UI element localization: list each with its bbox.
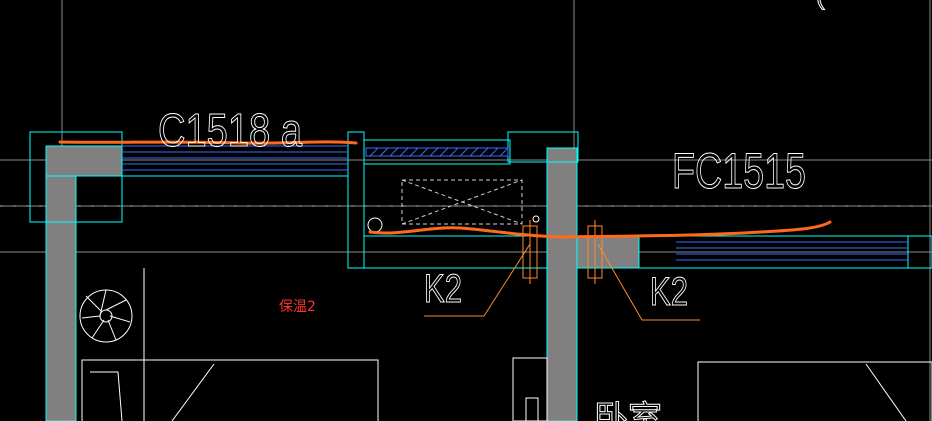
walls <box>45 145 640 421</box>
drain-circle <box>367 217 383 233</box>
label-corner-mark: ( <box>816 0 825 10</box>
window-fc1515-lines <box>676 241 908 261</box>
label-note-insulation: 保温2 <box>279 299 316 315</box>
label-tag-k2-right: K2 <box>650 270 688 314</box>
ac-unit-symbol <box>401 179 523 225</box>
furniture <box>81 268 932 421</box>
orange-markup <box>58 140 832 239</box>
bracket-left <box>522 220 538 284</box>
label-window-fc1515: FC1515 <box>672 143 806 199</box>
bracket-right <box>587 220 603 284</box>
pipe-circle <box>532 215 540 223</box>
fan-icon <box>79 289 133 343</box>
leader-lines <box>424 243 700 321</box>
label-room-fragment: 卧室 <box>594 400 662 421</box>
window-sill-hatch <box>365 147 509 157</box>
window-c1518-lines <box>122 145 348 171</box>
label-window-c1518: C1518 a <box>158 104 302 156</box>
label-tag-k2-left: K2 <box>424 267 462 311</box>
